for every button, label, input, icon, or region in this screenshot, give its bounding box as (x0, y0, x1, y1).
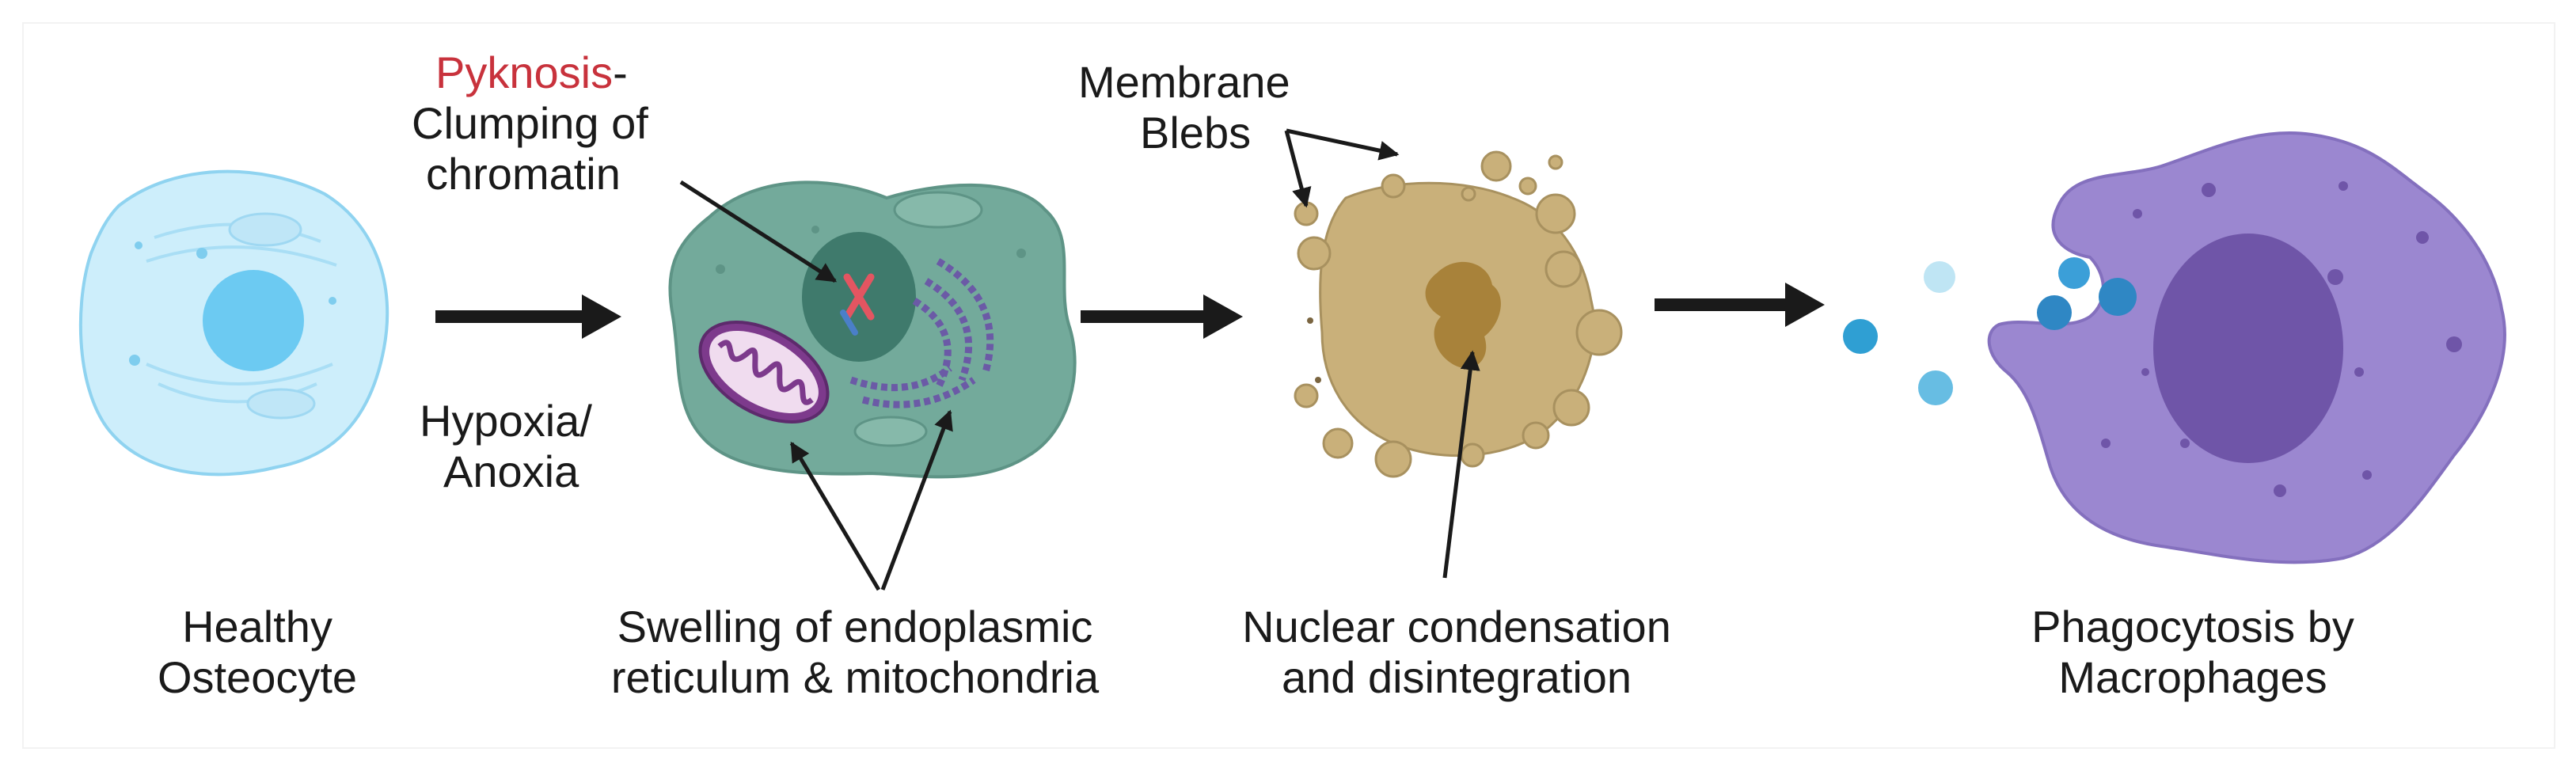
macrophage-nucleus (2153, 234, 2343, 463)
vesicle (1843, 319, 1878, 354)
arrow-3-head (1785, 283, 1825, 327)
healthy-nucleus (203, 270, 304, 371)
condensed-nucleus (1425, 261, 1501, 369)
engulfed-vesicle (2099, 278, 2137, 316)
engulfed-vesicle (2058, 257, 2090, 289)
membrane-line-2: Blebs (1140, 108, 1252, 158)
er-pointer (880, 409, 953, 591)
healthy-line-1: Healthy (182, 602, 332, 651)
swelling-line-2: reticulum & mitochondria (610, 652, 1100, 702)
clumping-line-1: Clumping of (412, 98, 648, 148)
phago-line-2: Macrophages (2058, 652, 2327, 702)
pyknosis-dash: - (613, 47, 628, 97)
membrane-line-1: Membrane (1078, 57, 1290, 107)
endoplasmic-reticulum (849, 258, 994, 408)
bleb-pointer-1 (1284, 130, 1312, 208)
nuclear-line-1: Nuclear condensation (1242, 602, 1671, 651)
pyknosis-label: Pyknosis- (435, 47, 628, 98)
swollen-cell (668, 180, 1077, 479)
swelling-line-1: Swelling of endoplasmic (617, 602, 1093, 651)
macrophage (1987, 131, 2506, 564)
engulfed-vesicle (2037, 295, 2072, 330)
arrow-1-head (582, 294, 621, 339)
phago-line-1: Phagocytosis by (2031, 602, 2354, 651)
vesicle (1924, 261, 1955, 293)
arrow-2-head (1203, 294, 1243, 339)
nuclear-line-2: and disintegration (1281, 652, 1632, 702)
hypoxia-line-1: Hypoxia/ (420, 396, 592, 446)
mitochondrion (698, 321, 830, 423)
figure-frame (22, 22, 2555, 749)
mito-pointer (789, 441, 881, 591)
vesicle (1918, 370, 1953, 405)
chromosome-icon (843, 273, 875, 321)
pyknosis-term: Pyknosis (435, 47, 614, 97)
pyknosis-pointer (679, 180, 838, 283)
healthy-osteocyte (78, 169, 389, 477)
healthy-line-2: Osteocyte (157, 652, 358, 702)
hypoxia-line-2: Anoxia (443, 446, 579, 496)
bleb-pointer-2 (1286, 128, 1400, 161)
nucleus-pointer (1442, 350, 1480, 579)
clumping-line-2: chromatin (426, 149, 621, 199)
